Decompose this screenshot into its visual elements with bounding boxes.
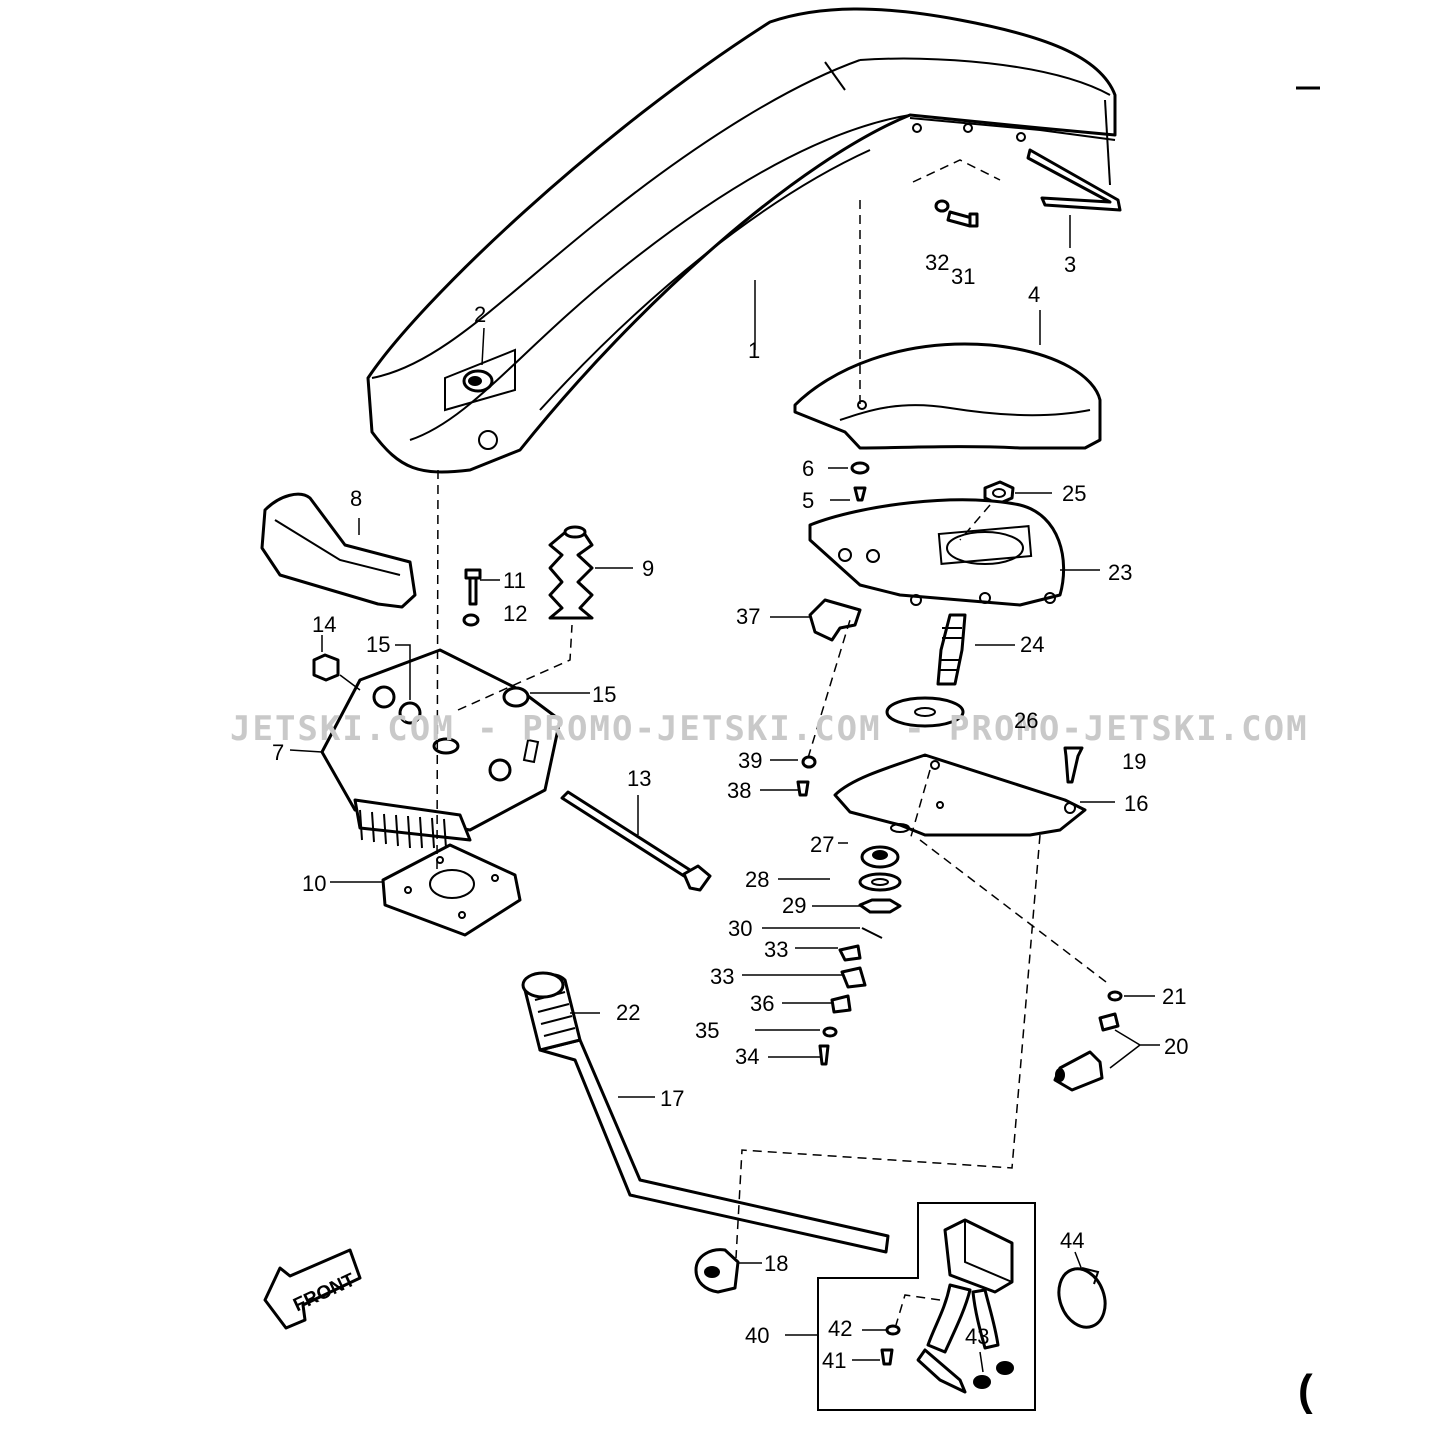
callout-44: 44 [1060, 1228, 1084, 1253]
callout-12: 12 [503, 601, 527, 626]
part-14-nut [312, 653, 340, 682]
part-5-screw [853, 486, 867, 502]
part-38-screw [796, 780, 810, 797]
part-2-knob [462, 369, 494, 393]
callout-10: 10 [302, 871, 326, 896]
callout-34: 34 [735, 1044, 759, 1069]
part-30-pin [861, 927, 883, 939]
callout-38: 38 [727, 778, 751, 803]
part-29-nut [858, 898, 902, 914]
part-25-nut [983, 480, 1015, 506]
callout-37: 37 [736, 604, 760, 629]
part-9-bellows [548, 525, 594, 620]
callout-4: 4 [1028, 282, 1040, 307]
watermark: JETSKI.COM - PROMO-JETSKI.COM - PROMO-JE… [230, 709, 1309, 749]
part-28-washer [858, 872, 902, 892]
part-21-washer [1107, 990, 1123, 1002]
part-36-clip [830, 994, 852, 1014]
callout-27: 27 [810, 832, 834, 857]
part-33a-clamp [838, 944, 862, 962]
callout-24: 24 [1020, 632, 1044, 657]
callout-17: 17 [660, 1086, 684, 1111]
callout-16: 16 [1124, 791, 1148, 816]
part-7-bracket [320, 648, 562, 849]
part-22-grip [521, 971, 582, 1052]
callout-39: 39 [738, 748, 762, 773]
part-1-handle-pole [366, 7, 1117, 474]
part-24-shaft [936, 613, 967, 686]
part-19-bolt [1063, 746, 1084, 784]
part-44-band [1057, 1267, 1107, 1329]
part-4-cover [793, 342, 1102, 450]
callout-9: 9 [642, 556, 654, 581]
assembly-lines [436, 159, 1111, 1326]
part-32-washer [934, 199, 950, 213]
part-39-washer [801, 755, 817, 769]
part-11-bolt [464, 568, 482, 606]
part-16-base-plate [833, 753, 1087, 837]
part-34-screw [818, 1044, 830, 1066]
part-17-steering-bar [538, 1038, 890, 1254]
part-10-base [381, 843, 522, 937]
part-41-screw [880, 1348, 894, 1366]
callout-20: 20 [1164, 1034, 1188, 1059]
callout-6: 6 [802, 456, 814, 481]
callout-23: 23 [1108, 560, 1132, 585]
callout-18: 18 [764, 1251, 788, 1276]
callout-32: 32 [925, 250, 949, 275]
part-20-switch [1053, 1012, 1120, 1092]
callout-22: 22 [616, 1000, 640, 1025]
callout-14: 14 [312, 612, 336, 637]
part-3-strip [1026, 148, 1122, 212]
callout-40: 40 [745, 1323, 769, 1348]
front-arrow: FRONT [263, 1248, 362, 1330]
part-43-module [916, 1218, 1014, 1394]
part-18-clamp [694, 1248, 740, 1294]
callout-26: 26 [1014, 708, 1038, 733]
corner-mark: ( [1298, 1366, 1313, 1415]
callout-7: 7 [272, 740, 284, 765]
part-37-clip [808, 598, 862, 642]
callout-25: 25 [1062, 481, 1086, 506]
callout-42: 42 [828, 1316, 852, 1341]
part-27-bushing [860, 845, 900, 869]
callout-29: 29 [782, 893, 806, 918]
callout-13: 13 [627, 766, 651, 791]
part-26-washer [885, 696, 965, 728]
callout-43: 43 [965, 1324, 989, 1349]
callout-33a: 33 [764, 937, 788, 962]
callout-41: 41 [822, 1348, 846, 1373]
callout-2: 2 [474, 302, 486, 327]
callout-5: 5 [802, 488, 814, 513]
callout-15a: 15 [366, 632, 390, 657]
callout-11: 11 [503, 568, 526, 593]
part-12-washer [462, 613, 480, 627]
part-40-inset-box [817, 1202, 1036, 1411]
part-6-washer [850, 461, 870, 475]
part-33b-clamp [840, 966, 867, 989]
leader-lines [289, 86, 1320, 1373]
callout-35: 35 [695, 1018, 719, 1043]
callout-15b: 15 [592, 682, 616, 707]
part-31-bolt [946, 210, 979, 228]
part-13-rod [560, 790, 712, 892]
part-15-washer [502, 686, 530, 708]
callout-8: 8 [350, 486, 362, 511]
part-23-plate [808, 498, 1066, 607]
callout-36: 36 [750, 991, 774, 1016]
callout-31: 31 [951, 264, 975, 289]
callout-30: 30 [728, 916, 752, 941]
callout-21: 21 [1162, 984, 1186, 1009]
part-42-washer [885, 1324, 901, 1336]
callout-33b: 33 [710, 964, 734, 989]
part-35-washer [822, 1026, 838, 1038]
callout-1: 1 [748, 338, 760, 363]
callout-numbers: 1 2 3 4 5 6 7 8 9 10 11 12 13 14 15 15 1… [272, 250, 1313, 1415]
callout-28: 28 [745, 867, 769, 892]
callout-19: 19 [1122, 749, 1146, 774]
part-8-pad [260, 492, 417, 609]
callout-3: 3 [1064, 252, 1076, 277]
